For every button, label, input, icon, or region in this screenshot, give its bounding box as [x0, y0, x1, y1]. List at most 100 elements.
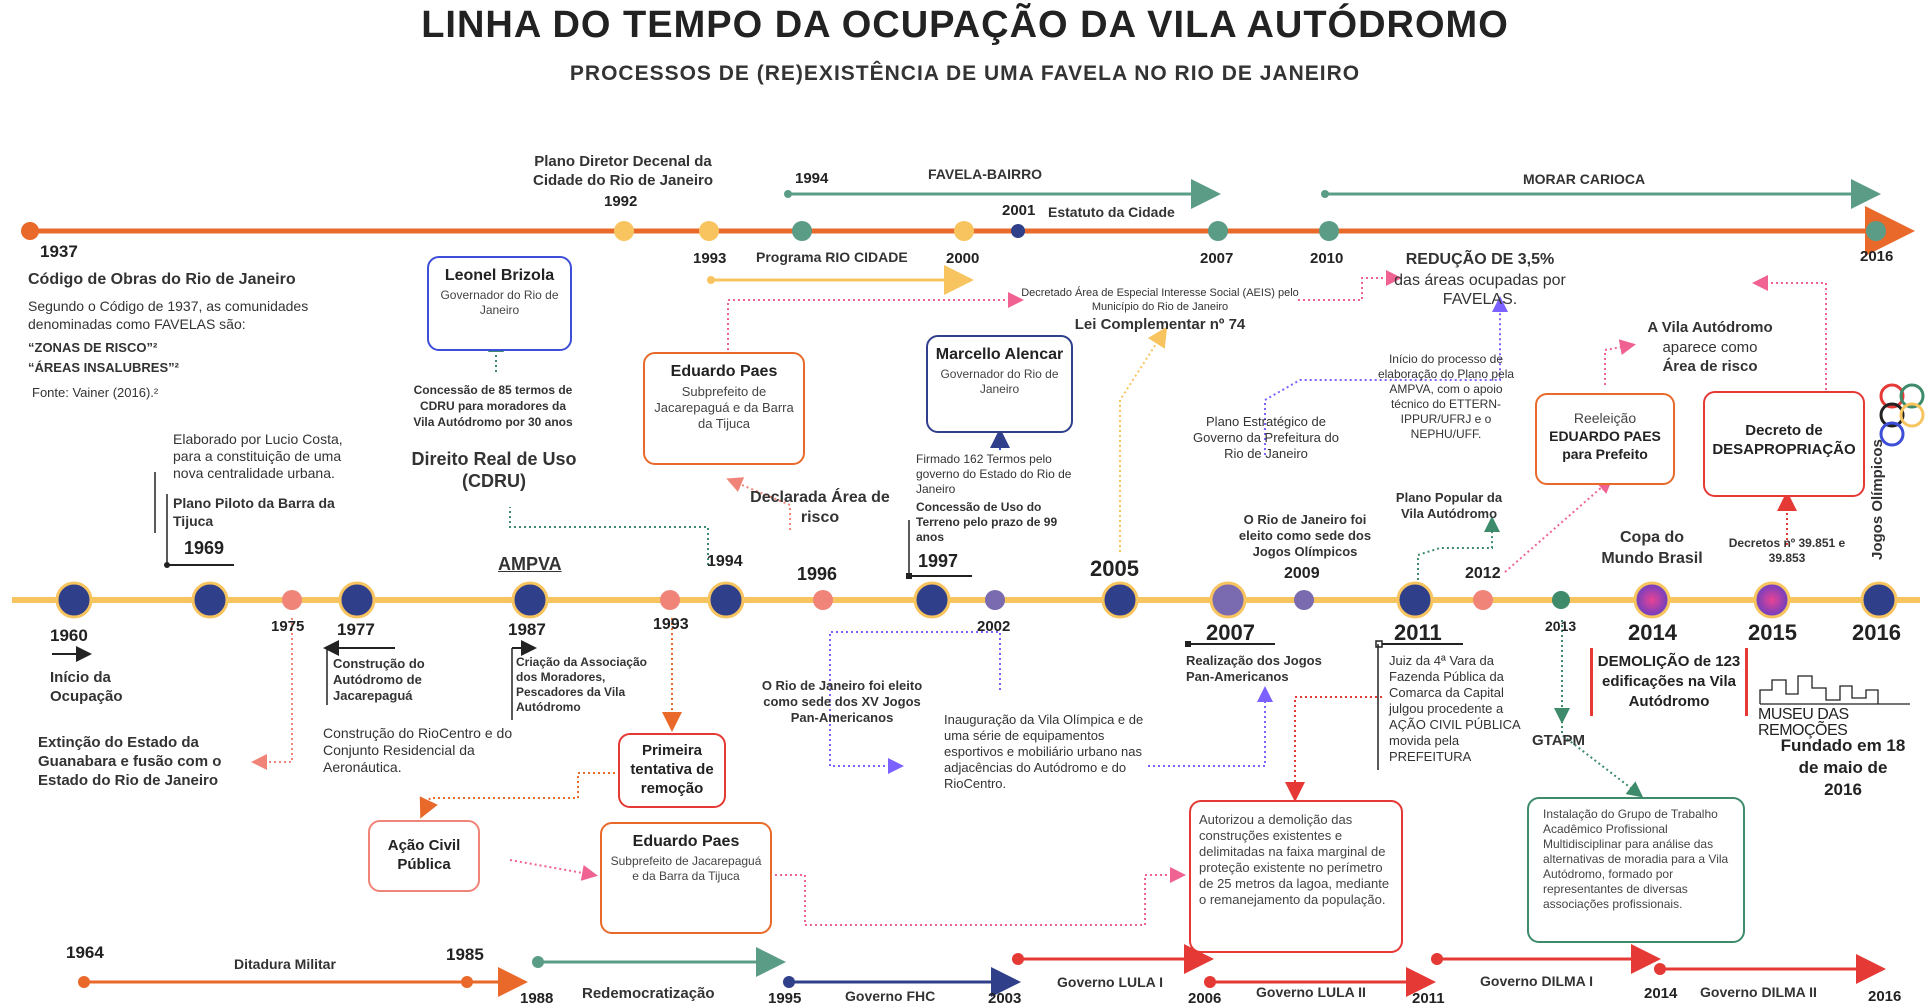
year-2009: 2009: [1284, 565, 1320, 582]
year-2002: 2002: [977, 618, 1011, 635]
year-1985: 1985: [446, 945, 484, 964]
year-1987: 1987: [508, 620, 546, 639]
year-1997: 1997: [918, 551, 959, 571]
governo-dilma-1: Governo DILMA I: [1480, 973, 1594, 989]
inauguracao-vila-olimpica: Inauguração da Vila Olímpica e de uma sé…: [944, 712, 1144, 791]
paes1-role: Subprefeito de Jacarepaguá e da Barra da…: [654, 384, 794, 431]
area-risco-bold: Área de risco: [1662, 358, 1758, 375]
zonas-risco: “ZONAS DE RISCO”²: [28, 340, 158, 355]
lei-complementar: Lei Complementar nº 74: [1074, 316, 1246, 333]
juiz-4a-vara: Juiz da 4ª Vara da Fazenda Pública da Co…: [1389, 653, 1521, 764]
brizola-box: Leonel Brizola Governador do Rio de Jane…: [427, 256, 572, 351]
alencar-box: Marcello Alencar Governador do Rio de Ja…: [926, 335, 1073, 433]
year-1937: 1937: [40, 242, 78, 261]
ditadura-militar: Ditadura Militar: [234, 956, 336, 972]
year-2016-bottom: 2016: [1868, 988, 1902, 1005]
year-2010: 2010: [1310, 250, 1344, 267]
criacao-associacao: Criação da Associação dos Moradores, Pes…: [516, 655, 647, 714]
firmado-termos: Firmado 162 Termos pelo governo do Estad…: [916, 452, 1072, 496]
copa-mundo: Copa do Mundo Brasil: [1601, 529, 1703, 567]
reducao-title: REDUÇÃO DE 3,5%: [1405, 251, 1555, 268]
autorizou-demolicao: Autorizou a demolição das construções ex…: [1199, 812, 1390, 907]
year-2013: 2013: [1545, 618, 1577, 634]
page-subtitle: PROCESSOS DE (RE)EXISTÊNCIA DE UMA FAVEL…: [569, 62, 1361, 85]
fundado-museu: Fundado em 18 de maio de 2016: [1780, 736, 1906, 799]
instalacao-grupo: Instalação do Grupo de Trabalho Acadêmic…: [1543, 807, 1729, 911]
year-1993-axis: 1993: [653, 616, 689, 633]
construcao-autodromo: Construção do Autódromo de Jacarepaguá: [333, 656, 425, 703]
ampva-label: AMPVA: [498, 554, 562, 574]
year-1969: 1969: [184, 538, 225, 558]
plano-estrategico: Plano Estratégico de Governo da Prefeitu…: [1193, 414, 1339, 461]
year-1995: 1995: [768, 990, 802, 1007]
reeleicao-box: Reeleição EDUARDO PAES para Prefeito: [1535, 393, 1675, 485]
alencar-name: Marcello Alencar: [935, 346, 1064, 363]
fonte-vainer: Fonte: Vainer (2016).²: [32, 385, 159, 400]
construcao-riocentro: Construção do RioCentro e do Conjunto Re…: [323, 725, 513, 775]
gtapm-box: Instalação do Grupo de Trabalho Acadêmic…: [1527, 797, 1745, 943]
paes-subprefeito-box-2: Eduardo Paes Subprefeito de Jacarepaguá …: [600, 822, 772, 934]
governo-lula-2: Governo LULA II: [1256, 984, 1366, 1000]
inicio-ocupacao: Início da Ocupação: [50, 669, 123, 705]
year-2011-axis: 2011: [1394, 620, 1442, 645]
cdru-text: Concessão de 85 termos de CDRU para mora…: [413, 383, 573, 429]
aeis-text: Decretado Área de Especial Interesse Soc…: [1021, 287, 1299, 313]
elaborado-lucio-costa: Elaborado por Lucio Costa, para a consti…: [173, 431, 343, 481]
favela-bairro: FAVELA-BAIRRO: [928, 166, 1043, 182]
declarada-risco: Declarada Área de risco: [750, 489, 890, 526]
gtapm-label: GTAPM: [1532, 732, 1586, 749]
paes2-name: Eduardo Paes: [632, 833, 740, 850]
area-risco-text: aparece como: [1662, 339, 1758, 356]
inicio-plano: Início do processo de elaboração do Plan…: [1377, 352, 1515, 441]
governo-fhc: Governo FHC: [845, 988, 936, 1004]
reducao-text: das áreas ocupadas por FAVELAS.: [1394, 272, 1566, 308]
autorizou-demolicao-box: Autorizou a demolição das construções ex…: [1189, 800, 1403, 953]
primeira-tentativa-box: Primeira tentativa de remoção: [618, 733, 726, 808]
reeleicao-label: Reeleição: [1573, 410, 1637, 426]
codigo-title: Código de Obras do Rio de Janeiro: [28, 271, 296, 288]
year-2011-bottom: 2011: [1412, 990, 1445, 1007]
sede-olimpicos: O Rio de Janeiro foi eleito como sede do…: [1238, 512, 1372, 559]
olympic-rings-icon: [1879, 383, 1925, 447]
paes1-name: Eduardo Paes: [670, 363, 778, 380]
area-risco-title: A Vila Autódromo: [1647, 319, 1773, 336]
year-1996: 1996: [797, 564, 838, 584]
plano-popular: Plano Popular da Vila Autódromo: [1395, 490, 1503, 521]
year-2006: 2006: [1188, 990, 1222, 1007]
acao-civil: Ação Civil Pública: [387, 837, 461, 873]
year-2005: 2005: [1090, 556, 1139, 581]
estatuto-cidade: Estatuto da Cidade: [1048, 204, 1175, 220]
cdru-title: Direito Real de Uso (CDRU): [411, 449, 577, 491]
morar-carioca: MORAR CARIOCA: [1523, 171, 1646, 187]
realizacao-pan: Realização dos Jogos Pan-Americanos: [1186, 653, 1322, 684]
year-2016-axis: 2016: [1852, 620, 1901, 645]
year-1964: 1964: [66, 943, 104, 962]
year-1975: 1975: [271, 618, 305, 635]
year-1992: 1992: [604, 193, 638, 210]
year-2014-axis: 2014: [1628, 620, 1677, 645]
decreto-title: Decreto de DESAPROPRIAÇÃO: [1712, 422, 1856, 458]
primeira-tentativa: Primeira tentativa de remoção: [630, 742, 714, 797]
year-2015-axis: 2015: [1748, 620, 1797, 645]
decretos-numeros: Decretos nº 39.851 e 39.853: [1728, 536, 1846, 565]
brizola-role: Governador do Rio de Janeiro: [440, 288, 559, 317]
museu-remocoes-logo: MUSEU DAS REMOÇÕES: [1758, 706, 1849, 739]
rio-cidade: Programa RIO CIDADE: [756, 249, 908, 265]
extincao-guanabara: Extinção do Estado da Guanabara e fusão …: [38, 734, 222, 789]
year-1988: 1988: [520, 990, 554, 1007]
decreto-box: Decreto de DESAPROPRIAÇÃO: [1703, 391, 1865, 497]
demolicao-123: DEMOLIÇÃO de 123 edificações na Vila Aut…: [1597, 653, 1741, 710]
year-1994-mid: 1994: [707, 553, 743, 570]
codigo-text-1: Segundo o Código de 1937, as comunidades: [28, 298, 309, 314]
paes-subprefeito-box-1: Eduardo Paes Subprefeito de Jacarepaguá …: [643, 352, 805, 465]
jogos-olimpicos-label: Jogos Olímpicos: [1869, 439, 1886, 560]
museu-skyline-icon: [1759, 675, 1910, 705]
year-2007-axis: 2007: [1206, 620, 1255, 645]
year-2012: 2012: [1465, 565, 1501, 582]
acao-civil-box: Ação Civil Pública: [368, 820, 480, 892]
governo-lula-1: Governo LULA I: [1057, 974, 1164, 990]
codigo-text-2: denominadas como FAVELAS são:: [28, 316, 246, 332]
alencar-role: Governador do Rio de Janeiro: [940, 367, 1059, 396]
redemocratizacao: Redemocratização: [582, 985, 715, 1002]
